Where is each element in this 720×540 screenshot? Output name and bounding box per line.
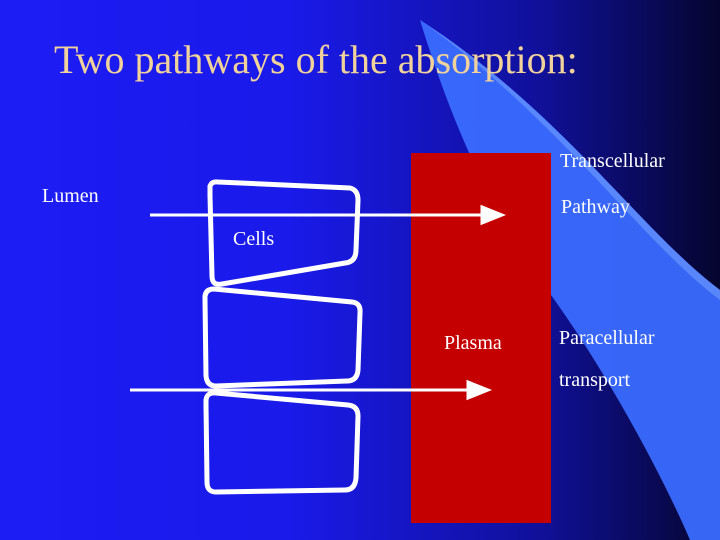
paracellular-label: Paracellular: [559, 327, 655, 350]
transport-label: transport: [559, 369, 630, 392]
cell-middle: [205, 289, 360, 386]
pathway-label: Pathway: [561, 196, 630, 219]
transcellular-arrow-head: [482, 207, 502, 223]
transcellular-label: Transcellular: [560, 150, 665, 173]
cells-label: Cells: [233, 228, 274, 251]
paracellular-arrow-head: [468, 382, 488, 398]
plasma-label: Plasma: [444, 332, 502, 355]
cell-bottom: [206, 393, 358, 492]
lumen-label: Lumen: [42, 185, 99, 208]
